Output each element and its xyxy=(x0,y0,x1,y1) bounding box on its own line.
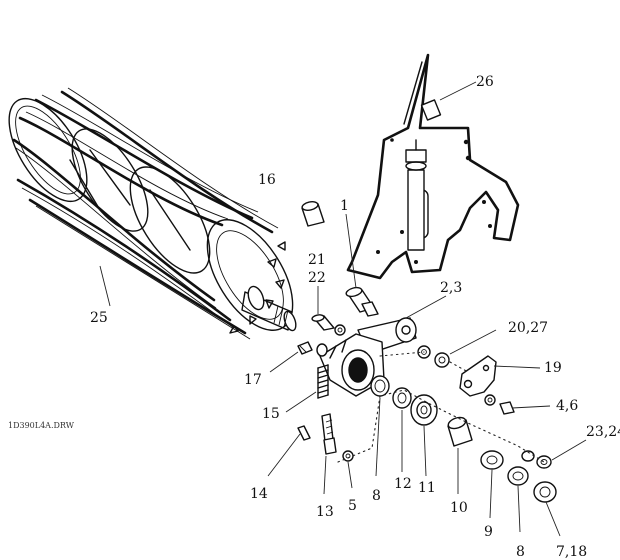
callout-2-3: 2,3 xyxy=(440,280,462,296)
part-7-18-washer xyxy=(533,481,557,503)
callout-10: 10 xyxy=(450,500,468,516)
leader-lines xyxy=(99,81,587,537)
callout-21: 21 xyxy=(308,252,326,268)
callout-labels: 26 16 1 21 22 25 2,3 20,27 17 19 15 4,6 … xyxy=(90,74,620,560)
reel-blade xyxy=(60,90,274,234)
callout-13: 13 xyxy=(316,504,334,520)
part-23-24-nut xyxy=(521,450,552,469)
drawing-code: 1D390L4A.DRW xyxy=(8,421,75,430)
reel-blade xyxy=(34,98,254,220)
callout-8-upper: 8 xyxy=(372,488,381,504)
callout-5: 5 xyxy=(348,498,357,514)
part-4-6-bolt xyxy=(484,394,515,415)
callout-25: 25 xyxy=(90,310,108,326)
callout-4-6: 4,6 xyxy=(556,398,578,414)
part-10-sleeve xyxy=(447,416,473,447)
reel-blade xyxy=(12,138,216,302)
part-25-reel xyxy=(8,87,297,340)
assembly-axis-line xyxy=(337,389,545,463)
callout-12: 12 xyxy=(394,476,412,492)
reel-blade xyxy=(18,116,224,227)
callout-22: 22 xyxy=(308,270,326,286)
main-bearing-housing xyxy=(316,333,385,397)
part-13-adjuster-screw xyxy=(321,413,337,455)
part-26-tag xyxy=(420,99,442,121)
part-8-seal-upper xyxy=(370,375,390,397)
callout-14: 14 xyxy=(250,486,268,502)
part-26-side-plate xyxy=(346,53,520,280)
part-22-bolt xyxy=(311,314,346,336)
callout-15: 15 xyxy=(262,406,280,422)
part-14-roll-pin xyxy=(297,425,311,441)
part-1-pin xyxy=(345,286,379,317)
callout-8-lower: 8 xyxy=(516,544,525,560)
part-15-spring xyxy=(317,364,329,399)
part-20-27-nut xyxy=(417,345,450,368)
side-plate-outline xyxy=(346,53,520,280)
part-19-bracket xyxy=(459,355,497,397)
reel-blade xyxy=(16,178,232,322)
callout-23-24: 23,24 xyxy=(586,424,620,440)
callout-17: 17 xyxy=(244,372,262,388)
part-16-bushing xyxy=(301,201,325,227)
part-12-spacer xyxy=(392,387,412,409)
callout-9: 9 xyxy=(484,524,493,540)
callout-1: 1 xyxy=(340,198,349,214)
reel-shaft xyxy=(241,291,293,331)
callout-7-18: 7,18 xyxy=(556,544,587,560)
callout-16: 16 xyxy=(258,172,276,188)
reel-left-end-ring xyxy=(8,97,88,203)
part-11-bearing xyxy=(410,394,438,426)
part-9-washer xyxy=(480,450,504,470)
callout-20-27: 20,27 xyxy=(508,320,548,336)
part-8-seal-lower xyxy=(507,466,529,486)
callout-26: 26 xyxy=(476,74,494,90)
reel-blade xyxy=(28,198,247,335)
callout-19: 19 xyxy=(544,360,562,376)
part-17-screw xyxy=(297,341,313,355)
callout-11: 11 xyxy=(418,480,436,496)
